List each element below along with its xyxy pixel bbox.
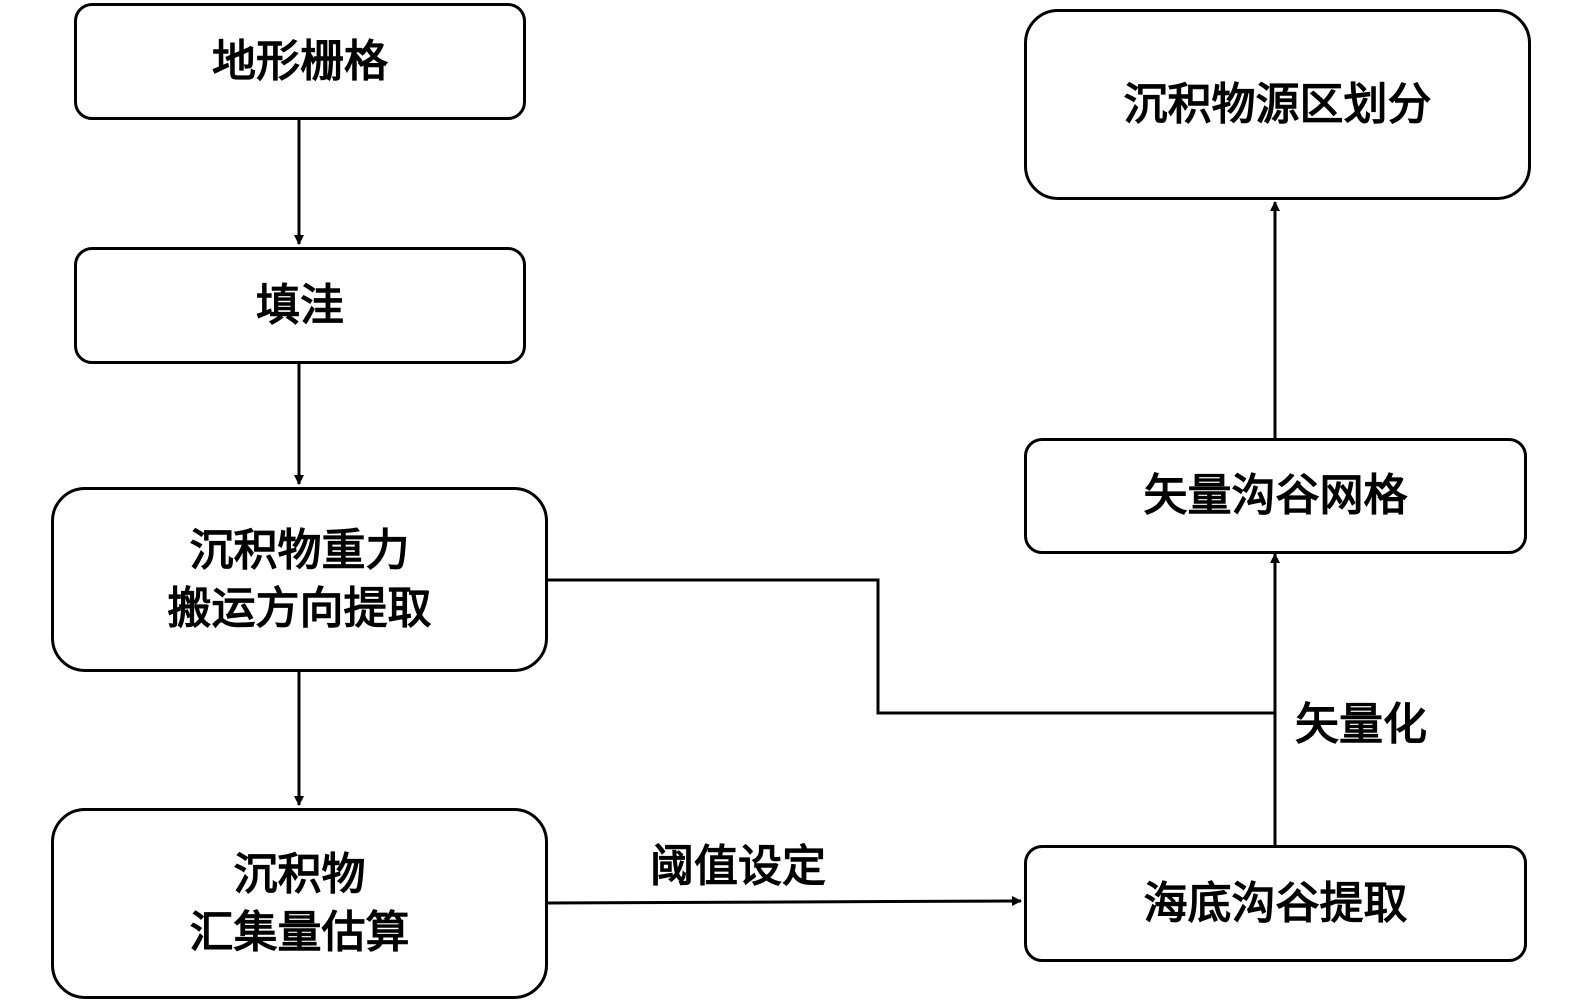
node-seafloor-valley-extraction: 海底沟谷提取 xyxy=(1024,845,1527,962)
node-flow-direction: 沉积物重力 搬运方向提取 xyxy=(51,487,548,672)
node-flow-accumulation-label: 沉积物 汇集量估算 xyxy=(189,849,410,958)
node-sediment-source-partition-label: 沉积物源区划分 xyxy=(1123,78,1432,130)
node-terrain-raster-label: 地形栅格 xyxy=(212,35,388,87)
arrow-accumulation-to-valley-extraction xyxy=(547,896,1022,907)
node-flow-direction-label: 沉积物重力 搬运方向提取 xyxy=(167,525,432,634)
edge-label-threshold-setting: 阈值设定 xyxy=(650,841,826,892)
node-flow-accumulation: 沉积物 汇集量估算 xyxy=(51,808,548,999)
node-terrain-raster: 地形栅格 xyxy=(74,3,526,120)
edge-label-vectorization: 矢量化 xyxy=(1295,699,1427,750)
node-sediment-source-partition: 沉积物源区划分 xyxy=(1024,9,1531,200)
node-vector-valley-network-label: 矢量沟谷网格 xyxy=(1143,470,1408,522)
node-fill-sinks-label: 填洼 xyxy=(256,279,344,331)
node-vector-valley-network: 矢量沟谷网格 xyxy=(1024,438,1527,554)
connector-flow-direction-to-vectorization xyxy=(548,578,1275,715)
node-seafloor-valley-extraction-label: 海底沟谷提取 xyxy=(1143,877,1408,929)
node-fill-sinks: 填洼 xyxy=(74,247,526,364)
